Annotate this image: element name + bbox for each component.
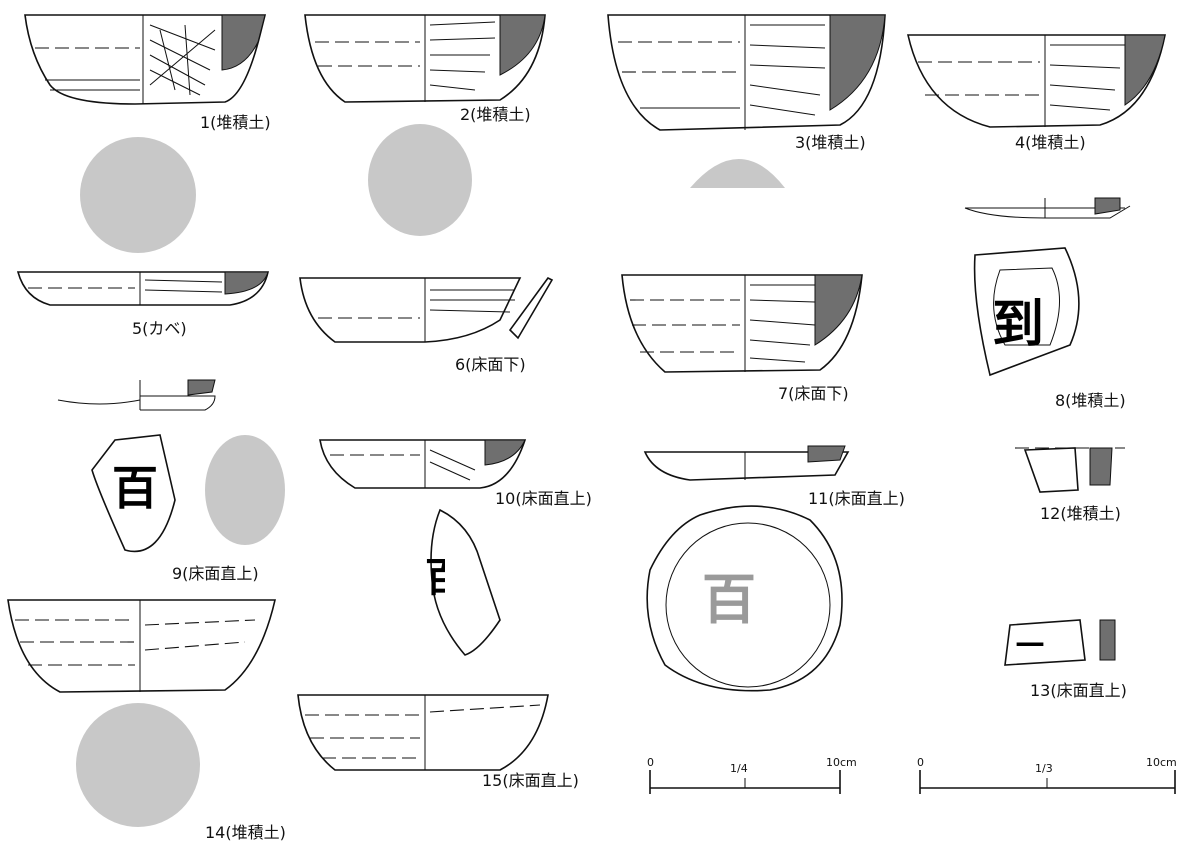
label-vessel-1: 1(堆積土) (200, 113, 271, 132)
vessel-12-sherd (1015, 447, 1125, 493)
label-vessel-3: 3(堆積土) (795, 133, 866, 152)
label-vessel-2: 2(堆積土) (460, 105, 531, 124)
vessel-3-drawing (607, 14, 886, 188)
inscription-13: — (1015, 625, 1045, 660)
scale-1-ratio: 1/4 (730, 762, 748, 775)
vessel-1-drawing (24, 14, 267, 105)
label-vessel-15: 15(床面直上) (482, 771, 579, 790)
vessel-5-drawing (16, 271, 269, 306)
label-vessel-8: 8(堆積土) (1055, 391, 1126, 410)
label-vessel-9: 9(床面直上) (172, 564, 259, 583)
vessel-9-drawing (57, 379, 285, 553)
vessel-4-drawing (906, 34, 1166, 219)
vessel-14-drawing (7, 599, 277, 827)
label-vessel-11: 11(床面直上) (808, 489, 905, 508)
vessel-10-drawing (319, 439, 527, 656)
scale-2-start: 0 (917, 756, 924, 769)
scale-2-ratio: 1/3 (1035, 762, 1053, 775)
label-vessel-4: 4(堆積土) (1015, 133, 1086, 152)
label-vessel-5: 5(カベ) (132, 319, 187, 338)
scale-1-start: 0 (647, 756, 654, 769)
label-vessel-6: 6(床面下) (455, 355, 526, 374)
scale-1-end: 10cm (826, 756, 857, 769)
vessel-6-drawing (299, 276, 554, 343)
vessel-2-drawing (304, 14, 546, 103)
scale-bar-1-3 (919, 770, 1176, 794)
inscription-10: 百 (425, 554, 465, 601)
vessel-7-drawing (621, 274, 863, 373)
vessel-13-sherd (1004, 619, 1116, 666)
inscription-11: 百 (702, 567, 756, 631)
vessel-15-drawing (297, 694, 549, 771)
scale-bar-1-4 (649, 770, 841, 794)
inscription-8: 到 (992, 294, 1045, 355)
label-vessel-14: 14(堆積土) (205, 823, 286, 842)
label-vessel-10: 10(床面直上) (495, 489, 592, 508)
vessel-1-base-rubbing (80, 137, 196, 253)
inscription-9: 百 (112, 461, 158, 515)
label-vessel-7: 7(床面下) (778, 384, 849, 403)
label-vessel-12: 12(堆積土) (1040, 504, 1121, 523)
vessel-8-sherd (973, 247, 1080, 377)
vessel-2-base-rubbing (368, 124, 472, 236)
scale-2-end: 10cm (1146, 756, 1177, 769)
label-vessel-13: 13(床面直上) (1030, 681, 1127, 700)
vessel-11-drawing (643, 445, 850, 692)
